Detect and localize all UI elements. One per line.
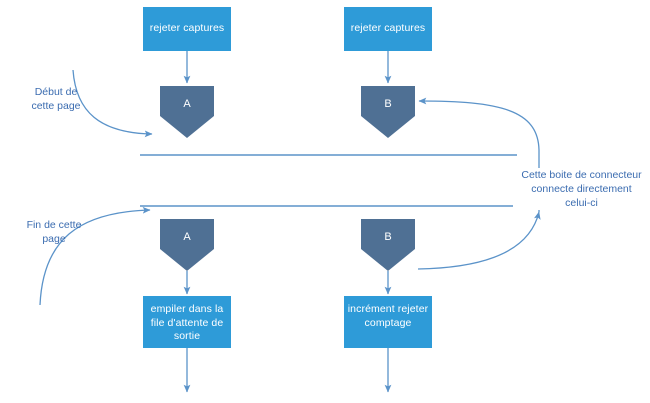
connector-shape-bottom-b[interactable]: [361, 219, 415, 271]
note-page-end: Fin de cette page: [26, 219, 82, 245]
process-box-bottom-right[interactable]: [344, 296, 432, 348]
arrow-page-end: [39, 206, 151, 306]
arrow-page-start: [72, 69, 153, 138]
connector-link-upper-curve: [418, 97, 540, 151]
connector-shape-top-b[interactable]: [361, 86, 415, 138]
process-box-top-left[interactable]: [143, 7, 231, 51]
note-connector-direct-link: Cette boite de connecteur connecte direc…: [513, 168, 650, 210]
process-box-top-right[interactable]: [344, 7, 432, 51]
connector-link-lower-curve: [417, 211, 541, 270]
process-box-bottom-left[interactable]: [143, 296, 231, 348]
connector-shape-top-a[interactable]: [160, 86, 214, 138]
connector-shape-bottom-a[interactable]: [160, 219, 214, 271]
note-page-start: Début de cette page: [31, 86, 81, 112]
